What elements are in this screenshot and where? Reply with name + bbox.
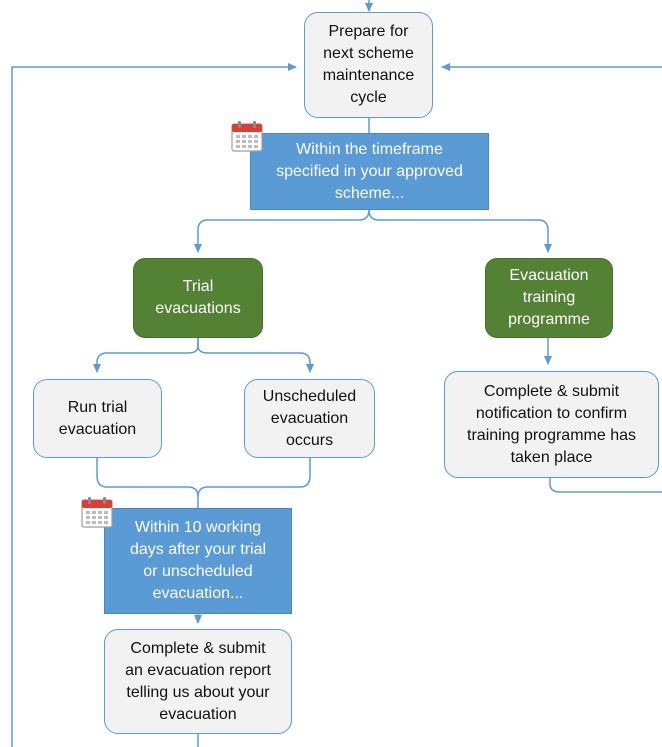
timeframe-10-working-days-box: Within 10 working days after your trial … [104,508,292,614]
prepare-next-cycle-step: Prepare for next scheme maintenance cycl… [304,12,433,118]
connector-split-unscheduled [197,338,314,373]
evacuation-training-category: Evacuation training programme [485,258,613,338]
connector-merge-run-trial [96,458,199,508]
run-trial-evacuation-step: Run trial evacuation [33,379,162,458]
calendar-icon [231,121,263,152]
connector-merge-unscheduled [197,458,311,498]
calendar-icon [81,497,113,528]
timeframe-approved-scheme-box: Within the timeframe specified in your a… [250,133,489,210]
connector-split-training [368,209,552,253]
trial-evacuations-category: Trial evacuations [133,258,263,338]
unscheduled-evacuation-step: Unscheduled evacuation occurs [244,379,375,458]
training-notification-step: Complete & submit notification to confir… [444,371,659,478]
connector-notification-out [549,478,662,493]
connector-left-loop [11,63,297,747]
evacuation-report-step: Complete & submit an evacuation report t… [104,629,292,734]
connector-split-trial [194,209,370,253]
connector-split-run-trial [93,338,199,373]
